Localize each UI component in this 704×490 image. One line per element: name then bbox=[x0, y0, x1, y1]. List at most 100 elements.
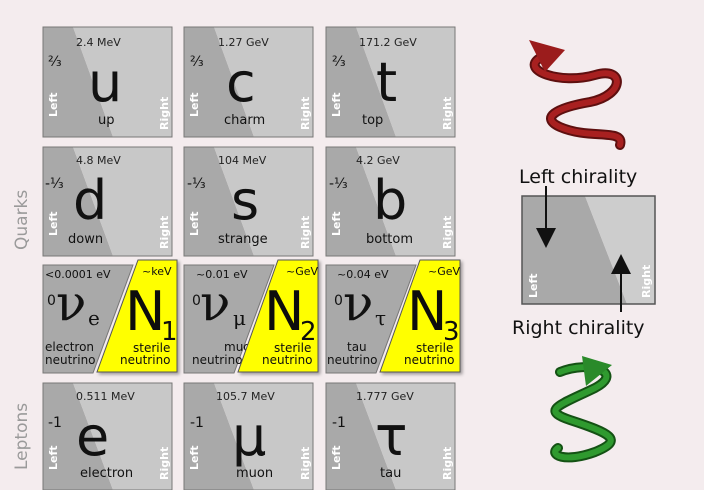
sterile-subscript: 1 bbox=[161, 317, 178, 347]
quark-name: down bbox=[68, 232, 103, 247]
sterile-symbol: N bbox=[407, 280, 447, 343]
quark-tile-bottom: 4.2 GeV -¹⁄₃ b bottom Left Right bbox=[325, 146, 456, 257]
right-label: Right bbox=[299, 447, 312, 480]
right-label: Right bbox=[158, 447, 171, 480]
neutrino-name1: electron bbox=[45, 340, 94, 354]
quark-mass: 171.2 GeV bbox=[359, 36, 417, 49]
quarks-group-label: Quarks bbox=[12, 190, 32, 250]
quark-tile-top: 171.2 GeV ²⁄₃ t top Left Right bbox=[325, 26, 456, 138]
lepton-symbol: τ bbox=[375, 405, 408, 468]
quark-name: bottom bbox=[366, 232, 413, 247]
left-label: Left bbox=[330, 445, 343, 470]
left-label: Left bbox=[188, 211, 201, 236]
sterile-tile-1: ~keV N 1 sterile neutrino bbox=[96, 259, 178, 373]
sterile-name1: sterile bbox=[133, 341, 170, 355]
quark-tile-down: 4.8 MeV -¹⁄₃ d down Left Right bbox=[42, 146, 173, 257]
neutrino-charge: 0 bbox=[47, 293, 56, 309]
neutrino-symbol: ν bbox=[200, 274, 230, 332]
quark-symbol: d bbox=[73, 169, 107, 232]
right-label: Right bbox=[441, 216, 454, 249]
quark-symbol: s bbox=[231, 169, 259, 232]
quark-name: up bbox=[98, 113, 115, 128]
lepton-tile-muon: 105.7 MeV -1 μ muon Left Right bbox=[183, 382, 314, 490]
sterile-name2: neutrino bbox=[262, 353, 313, 367]
sterile-name1: sterile bbox=[274, 341, 311, 355]
quark-mass: 104 MeV bbox=[218, 154, 267, 167]
quark-charge: ²⁄₃ bbox=[48, 54, 62, 70]
right-label: Right bbox=[299, 97, 312, 130]
left-chirality-label: Left chirality bbox=[519, 166, 637, 188]
neutrino-symbol: ν bbox=[343, 274, 373, 332]
left-helix-icon bbox=[529, 40, 626, 150]
neutrino-mass: ~0.04 eV bbox=[337, 268, 389, 281]
right-label: Right bbox=[441, 447, 454, 480]
neutrino-tile-muon: ~0.01 eV 0 ν μ muon neutrino bbox=[183, 264, 275, 374]
neutrino-name2: neutrino bbox=[327, 353, 378, 367]
lepton-tile-electron: 0.511 MeV -1 e electron Left Right bbox=[42, 382, 173, 490]
quark-tile-up: 2.4 MeV ²⁄₃ u up Left Right bbox=[42, 26, 173, 138]
right-helix-icon bbox=[550, 356, 616, 463]
lepton-tile-tau: 1.777 GeV -1 τ tau Left Right bbox=[325, 382, 456, 490]
quark-tile-strange: 104 MeV -¹⁄₃ s strange Left Right bbox=[183, 146, 314, 257]
lepton-name: electron bbox=[80, 466, 133, 481]
quark-mass: 4.8 MeV bbox=[76, 154, 121, 167]
right-label: Right bbox=[158, 216, 171, 249]
left-label: Left bbox=[47, 211, 60, 236]
neutrino-symbol: ν bbox=[56, 274, 86, 332]
lepton-charge: -1 bbox=[332, 415, 346, 431]
sterile-tile-3: ~GeV N 3 sterile neutrino bbox=[379, 259, 461, 373]
lepton-mass: 1.777 GeV bbox=[356, 390, 414, 403]
quark-symbol: c bbox=[226, 51, 256, 114]
neutrino-subscript: μ bbox=[233, 306, 246, 330]
neutrino-name2: neutrino bbox=[45, 353, 96, 367]
quark-name: top bbox=[362, 113, 383, 128]
left-label: Left bbox=[188, 445, 201, 470]
left-label: Left bbox=[47, 445, 60, 470]
neutrino-subscript: τ bbox=[375, 306, 386, 330]
sterile-symbol: N bbox=[264, 280, 304, 343]
neutrino-mass: ~0.01 eV bbox=[196, 268, 248, 281]
quark-charge: -¹⁄₃ bbox=[187, 176, 206, 192]
quark-charge: -¹⁄₃ bbox=[329, 176, 348, 192]
left-label: Left bbox=[527, 273, 540, 298]
neutrino-charge: 0 bbox=[192, 293, 201, 309]
quark-symbol: b bbox=[373, 169, 407, 232]
lepton-name: muon bbox=[236, 466, 273, 481]
quark-name: strange bbox=[218, 232, 268, 247]
neutrino-charge: 0 bbox=[334, 293, 343, 309]
right-label: Right bbox=[441, 97, 454, 130]
lepton-charge: -1 bbox=[48, 415, 62, 431]
sterile-name1: sterile bbox=[416, 341, 453, 355]
sterile-subscript: 2 bbox=[300, 317, 317, 347]
lepton-name: tau bbox=[380, 466, 401, 481]
neutrino-mass: <0.0001 eV bbox=[45, 268, 111, 281]
right-label: Right bbox=[158, 97, 171, 130]
left-label: Left bbox=[330, 211, 343, 236]
left-label: Left bbox=[188, 92, 201, 117]
quark-symbol: u bbox=[88, 51, 122, 114]
leptons-group-label: Leptons bbox=[12, 403, 32, 470]
neutrino-tile-tau: ~0.04 eV 0 ν τ tau neutrino bbox=[325, 264, 417, 374]
sterile-mass: ~GeV bbox=[428, 265, 461, 278]
quark-tile-charm: 1.27 GeV ²⁄₃ c charm Left Right bbox=[183, 26, 314, 138]
right-label: Right bbox=[299, 216, 312, 249]
sterile-symbol: N bbox=[125, 280, 165, 343]
lepton-charge: -1 bbox=[190, 415, 204, 431]
lepton-mass: 0.511 MeV bbox=[76, 390, 135, 403]
quark-charge: ²⁄₃ bbox=[190, 54, 204, 70]
lepton-symbol: e bbox=[76, 405, 109, 468]
quark-mass: 1.27 GeV bbox=[218, 36, 269, 49]
quark-name: charm bbox=[224, 113, 265, 128]
left-label: Left bbox=[330, 92, 343, 117]
sterile-name2: neutrino bbox=[404, 353, 455, 367]
quark-charge: ²⁄₃ bbox=[332, 54, 346, 70]
lepton-mass: 105.7 MeV bbox=[216, 390, 275, 403]
quark-mass: 2.4 MeV bbox=[76, 36, 121, 49]
sterile-name2: neutrino bbox=[120, 353, 171, 367]
neutrino-subscript: e bbox=[88, 306, 100, 330]
quark-mass: 4.2 GeV bbox=[356, 154, 400, 167]
neutrino-name1: tau bbox=[347, 340, 367, 354]
left-label: Left bbox=[47, 92, 60, 117]
sterile-tile-2: ~GeV N 2 sterile neutrino bbox=[237, 259, 319, 373]
